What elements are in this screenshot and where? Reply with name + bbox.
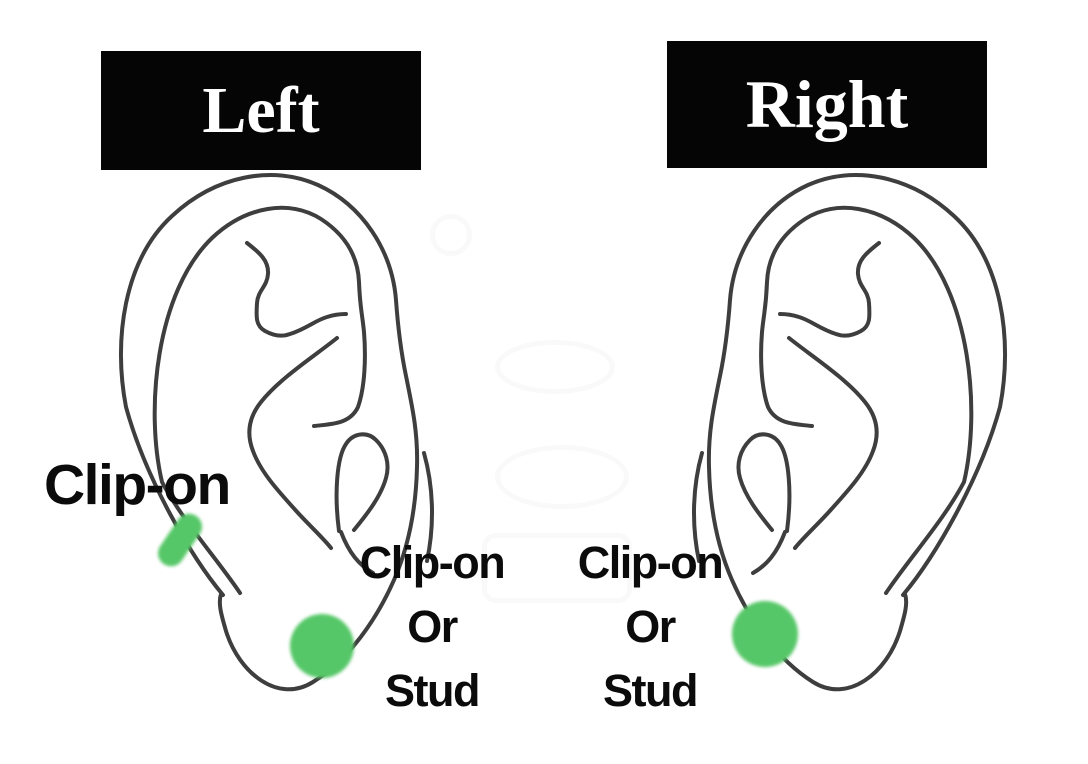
left-ear-title-box: Left — [101, 51, 421, 170]
right-lobe-label-line2: Or — [625, 601, 676, 652]
ear-outline-lines — [118, 173, 434, 692]
left-ear-sketch — [118, 173, 434, 692]
left-helix-clip-on-label: Clip-on — [44, 453, 231, 517]
left-lobe-placement-label: Clip-on Or Stud — [322, 531, 542, 723]
watermark-smudge — [495, 445, 629, 509]
left-ear-title: Left — [202, 73, 320, 147]
right-lobe-label-line1: Clip-on — [577, 537, 724, 588]
left-lobe-marker — [290, 614, 354, 678]
watermark-smudge — [430, 214, 472, 256]
right-lobe-marker — [732, 601, 798, 667]
watermark-smudge — [495, 340, 615, 394]
right-lobe-placement-label: Clip-on Or Stud — [540, 531, 760, 723]
left-lobe-label-line2: Or — [407, 601, 458, 652]
right-ear-title-box: Right — [667, 41, 987, 168]
left-lobe-label-line3: Stud — [385, 665, 480, 716]
left-lobe-label-line1: Clip-on — [359, 537, 506, 588]
watermark-smudge — [482, 533, 632, 603]
right-lobe-label-line3: Stud — [603, 665, 698, 716]
right-ear-title: Right — [745, 66, 909, 142]
